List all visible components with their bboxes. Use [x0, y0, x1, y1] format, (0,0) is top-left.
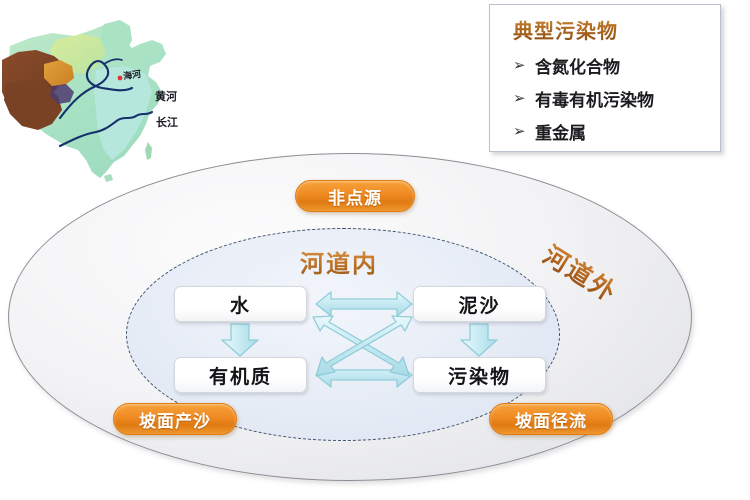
node-organic-matter[interactable]: 有机质	[174, 357, 307, 393]
pill-label: 坡面径流	[515, 411, 587, 432]
legend-item-toxic-organic: ➢ 有毒有机污染物	[513, 82, 713, 115]
legend-item-label: 重金属	[535, 124, 586, 144]
legend-list: ➢ 含氮化合物 ➢ 有毒有机污染物 ➢ 重金属	[513, 49, 713, 148]
node-label: 有机质	[208, 365, 272, 388]
map-label-haihe: 海河	[122, 69, 142, 83]
inner-zone-title: 河道内	[300, 244, 378, 279]
map-loess	[44, 60, 74, 86]
legend-item-heavy-metal: ➢ 重金属	[513, 115, 713, 148]
node-pollutant[interactable]: 污染物	[413, 357, 546, 393]
arrow-bullet-icon: ➢	[513, 56, 526, 74]
pill-slope-runoff[interactable]: 坡面径流	[489, 403, 613, 435]
map-city-marker	[117, 75, 123, 81]
river-haihe	[103, 58, 123, 65]
pill-label: 非点源	[328, 188, 382, 209]
legend-item-label: 有毒有机污染物	[535, 91, 654, 111]
map-northeast	[100, 20, 132, 58]
legend-item-nitrogen: ➢ 含氮化合物	[513, 49, 713, 82]
river-yangtze	[58, 110, 154, 148]
node-sediment[interactable]: 泥沙	[413, 286, 546, 322]
map-taiwan	[145, 142, 152, 160]
map-highland-patch	[50, 84, 74, 104]
arrow-bullet-icon: ➢	[513, 122, 526, 140]
china-map-svg	[2, 20, 166, 182]
legend-title: 典型污染物	[513, 15, 618, 44]
node-label: 泥沙	[458, 294, 501, 317]
map-label-changjiang: 长江	[156, 116, 178, 129]
node-water[interactable]: 水	[174, 286, 307, 322]
china-relief-map: 海河 黄河 长江	[0, 0, 200, 190]
node-label: 水	[229, 294, 251, 317]
map-label-huanghe: 黄河	[155, 90, 177, 103]
map-hainan	[104, 174, 113, 182]
river-yellow	[58, 60, 134, 120]
pill-nonpoint-source[interactable]: 非点源	[295, 180, 415, 212]
arrow-bullet-icon: ➢	[513, 89, 526, 107]
map-southwest-ridge	[4, 80, 62, 130]
pill-slope-sediment[interactable]: 坡面产沙	[113, 403, 237, 435]
legend-item-label: 含氮化合物	[535, 58, 620, 78]
node-label: 污染物	[447, 365, 511, 388]
typical-pollutants-legend: 典型污染物 ➢ 含氮化合物 ➢ 有毒有机污染物 ➢ 重金属	[489, 4, 721, 152]
pill-label: 坡面产沙	[139, 411, 211, 432]
